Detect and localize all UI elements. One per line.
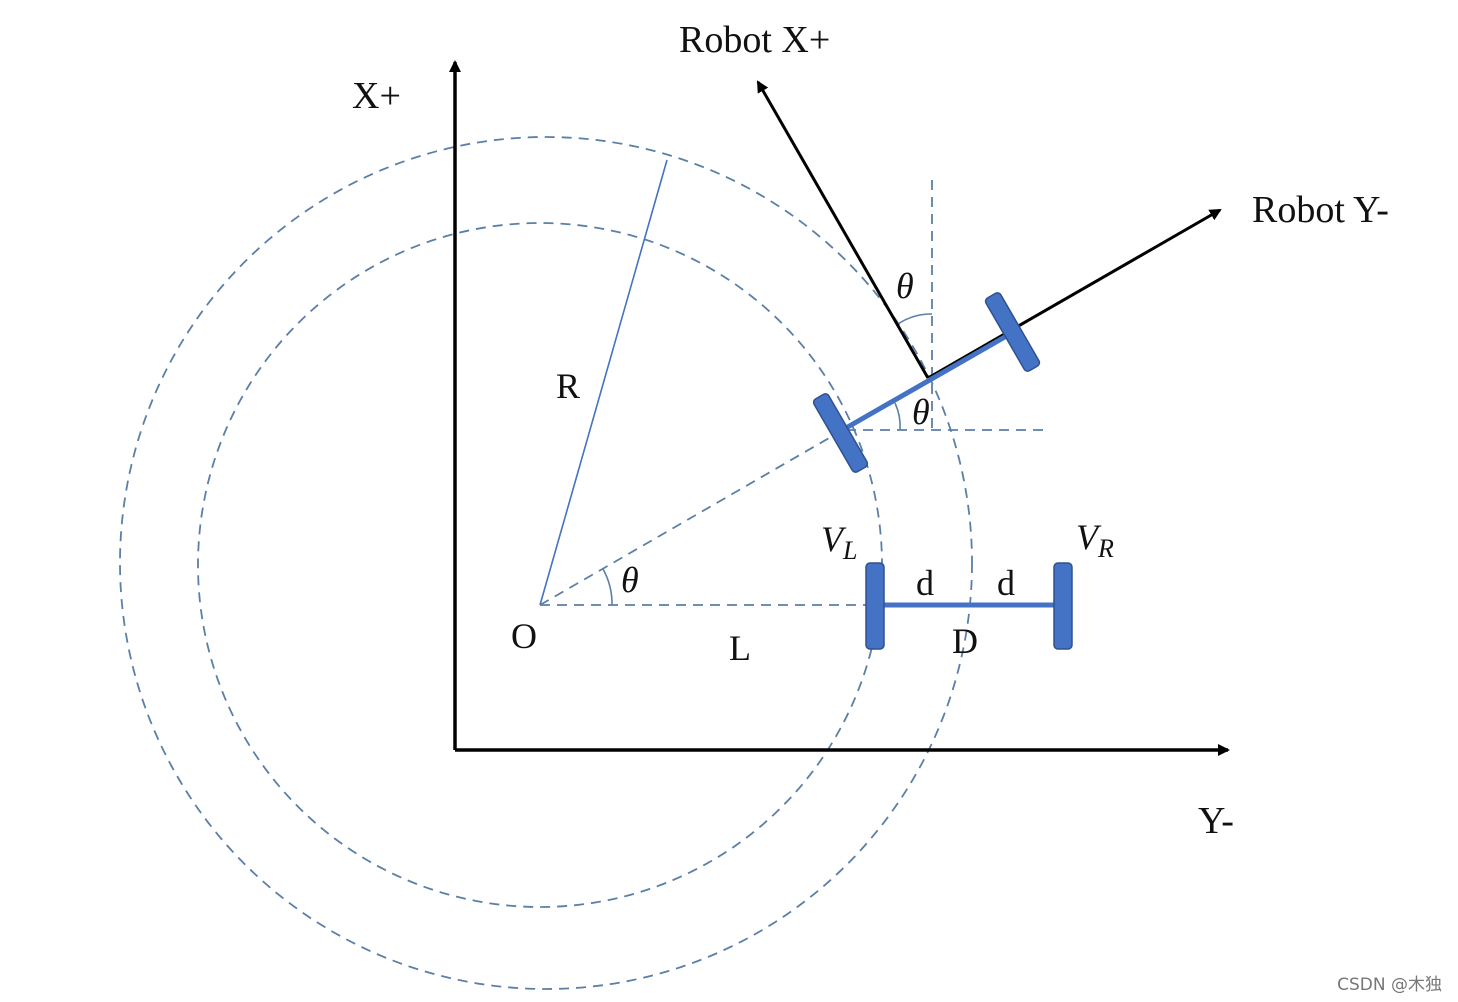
half-track-right-label: d [997,563,1015,603]
theta-mid-arc [894,402,901,431]
theta-top-label: θ [896,266,914,306]
theta-top-arc [897,313,933,325]
velocity-left-main: V [821,519,847,559]
theta-mid-label: θ [912,392,930,432]
robot-x-axis-label: Robot X+ [679,19,830,61]
rotated-left-wheel [812,393,869,473]
velocity-right-main: V [1076,517,1102,557]
rotated-right-wheel [984,292,1041,372]
velocity-right-subscript: R [1097,534,1114,563]
theta-origin-label: θ [621,560,639,600]
inner-dashed-circle [197,222,883,908]
robot-y-axis-label: Robot Y- [1252,189,1389,231]
origin-angled-dashed-line [539,429,844,606]
world-x-axis-label: X+ [352,75,401,117]
midpoint-label: D [952,621,978,661]
theta-origin-arc [602,568,613,606]
velocity-right-label: VR [1076,517,1114,563]
robot-x-axis-line [756,80,930,379]
velocity-left-subscript: L [842,536,857,565]
world-y-axis-label: Y- [1198,800,1234,842]
initial-left-wheel [865,562,885,650]
origin-label: O [511,616,537,656]
robot-y-axis-line [927,208,1222,380]
length-label: L [729,628,751,668]
initial-right-wheel [1053,562,1073,650]
half-track-left-label: d [916,563,934,603]
radius-line [539,159,668,606]
outer-dashed-circle [119,136,973,990]
watermark: CSDN @木独 [1337,975,1442,995]
velocity-left-label: VL [821,519,857,565]
radius-label: R [556,366,580,406]
rotated-robot-axle [844,331,1012,431]
